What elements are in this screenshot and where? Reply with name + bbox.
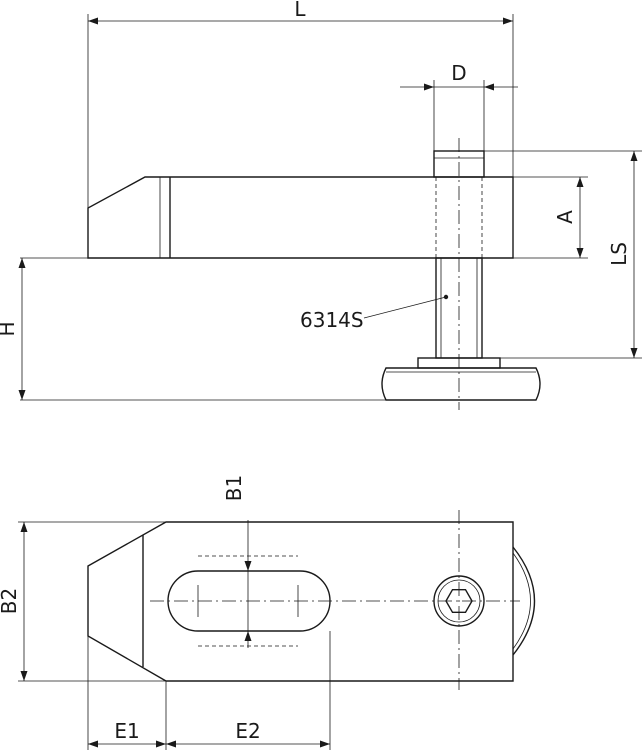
label-e1: E1	[114, 719, 139, 743]
label-a: A	[553, 210, 577, 224]
clamp-body-top	[87, 521, 514, 682]
side-view: L D A LS H 6314S	[0, 0, 642, 410]
label-b1: B1	[222, 475, 246, 501]
part-leader	[363, 296, 447, 319]
label-b2: B2	[0, 588, 21, 614]
top-view: B1 B2 E1 E2	[0, 475, 536, 750]
pad-foot-top	[512, 546, 536, 656]
label-e2: E2	[235, 719, 260, 743]
pad-foot-top-inner	[512, 552, 531, 650]
screw-head-top-inner	[437, 579, 481, 623]
label-d: D	[451, 61, 466, 85]
clamp-body-side	[87, 176, 514, 259]
label-ls: LS	[607, 242, 631, 266]
label-h: H	[0, 321, 19, 336]
part-leader-dot	[443, 294, 449, 300]
pad-foot	[381, 367, 541, 401]
label-part-number: 6314S	[300, 308, 364, 332]
label-l: L	[294, 0, 306, 21]
hex-socket-icon	[445, 589, 473, 613]
